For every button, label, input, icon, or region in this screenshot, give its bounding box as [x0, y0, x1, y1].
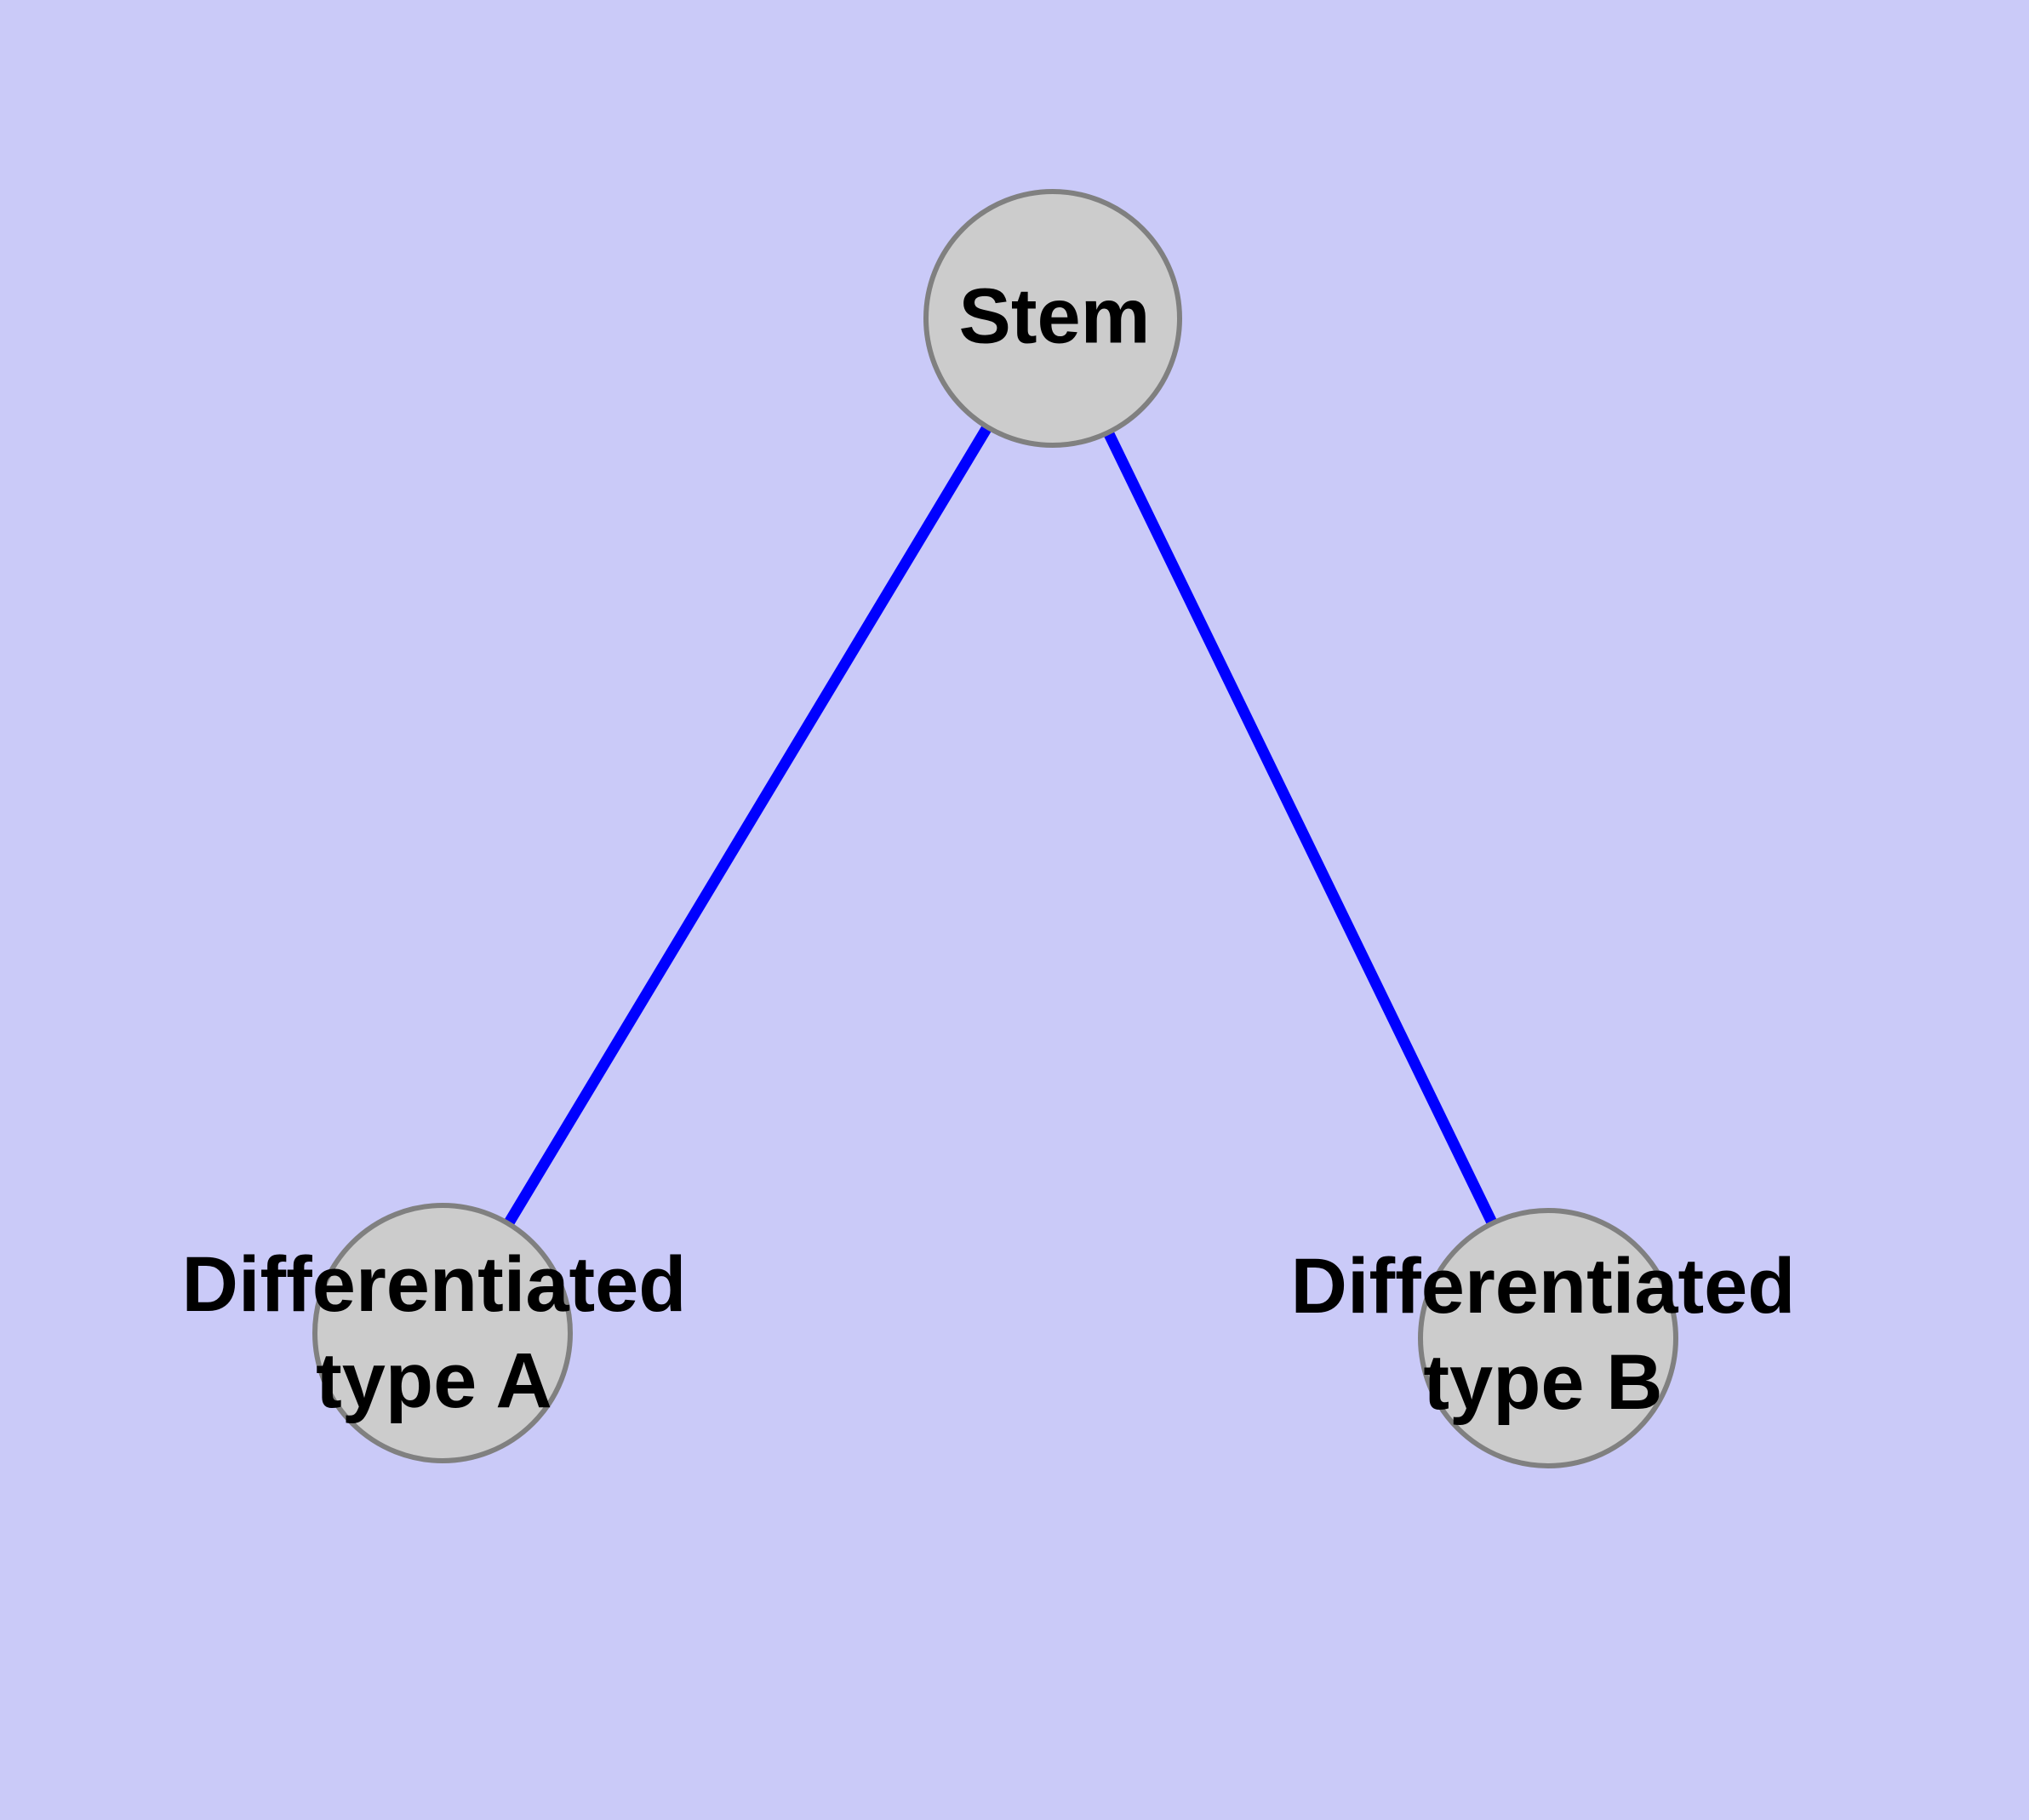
node-typeA[interactable] [312, 1203, 573, 1463]
node-typeB[interactable] [1418, 1208, 1678, 1468]
edge-stem-to-typeA [437, 315, 1058, 1336]
edge-stem-to-typeB [1048, 316, 1553, 1341]
node-stem[interactable] [923, 189, 1182, 448]
